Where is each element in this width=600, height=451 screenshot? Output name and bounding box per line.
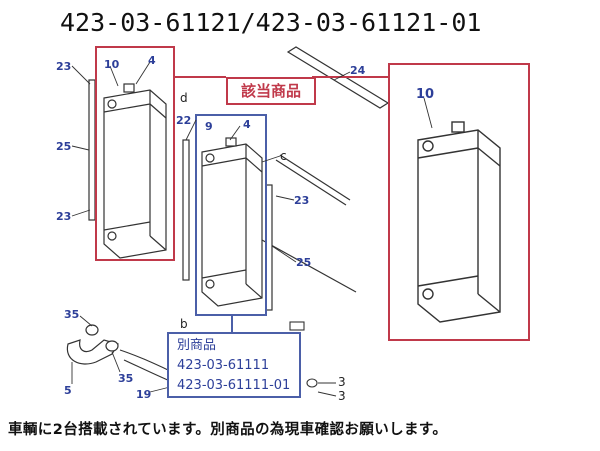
callout-b: b — [180, 317, 188, 331]
bar-lower-slanted — [261, 154, 357, 293]
callout-22: 22 — [176, 114, 191, 127]
callout-19: 19 — [136, 388, 151, 401]
callout-3-bottom: 3 — [338, 389, 346, 403]
callout-23-top: 23 — [56, 60, 71, 73]
callout-24: 24 — [350, 64, 366, 77]
hose-5 — [66, 324, 119, 365]
page-title: 423-03-61121/423-03-61121-01 — [60, 8, 482, 37]
alt-product-box: 別商品 423-03-61111 423-03-61111-01 — [167, 332, 301, 398]
alt-part-number-2: 423-03-61111-01 — [177, 378, 291, 393]
callout-d: d — [180, 91, 188, 105]
callout-23-bottom: 23 — [56, 210, 71, 223]
callout-10-detail: 10 — [416, 87, 434, 102]
callout-10-left: 10 — [104, 58, 120, 71]
callout-4-middle: 4 — [243, 118, 251, 131]
callout-25-right: 25 — [296, 256, 311, 269]
rod-25-left — [88, 79, 96, 221]
callout-23-right: 23 — [294, 194, 309, 207]
radiator-10-detail — [417, 121, 501, 323]
callout-35-top: 35 — [64, 308, 79, 321]
radiator-10-left — [103, 83, 167, 259]
highlight-box-detail — [388, 63, 530, 341]
callout-25-left: 25 — [56, 140, 71, 153]
rod-22 — [182, 139, 190, 281]
callout-3-top: 3 — [338, 375, 346, 389]
callout-5: 5 — [64, 384, 72, 397]
highlight-box-left — [95, 46, 175, 261]
caption-note: 車輌に2台搭載されています。別商品の為現車確認お願いします。 — [8, 422, 448, 438]
callout-4-left: 4 — [148, 54, 156, 67]
alt-product-heading: 別商品 — [177, 338, 217, 353]
highlight-badge: 該当商品 — [226, 77, 316, 105]
radiator-9-middle — [201, 137, 263, 307]
callout-35-bottom: 35 — [118, 372, 133, 385]
callout-9: 9 — [205, 120, 213, 133]
part-3 — [289, 321, 318, 388]
callout-c: c — [280, 149, 287, 163]
alt-part-number-1: 423-03-61111 — [177, 358, 270, 373]
